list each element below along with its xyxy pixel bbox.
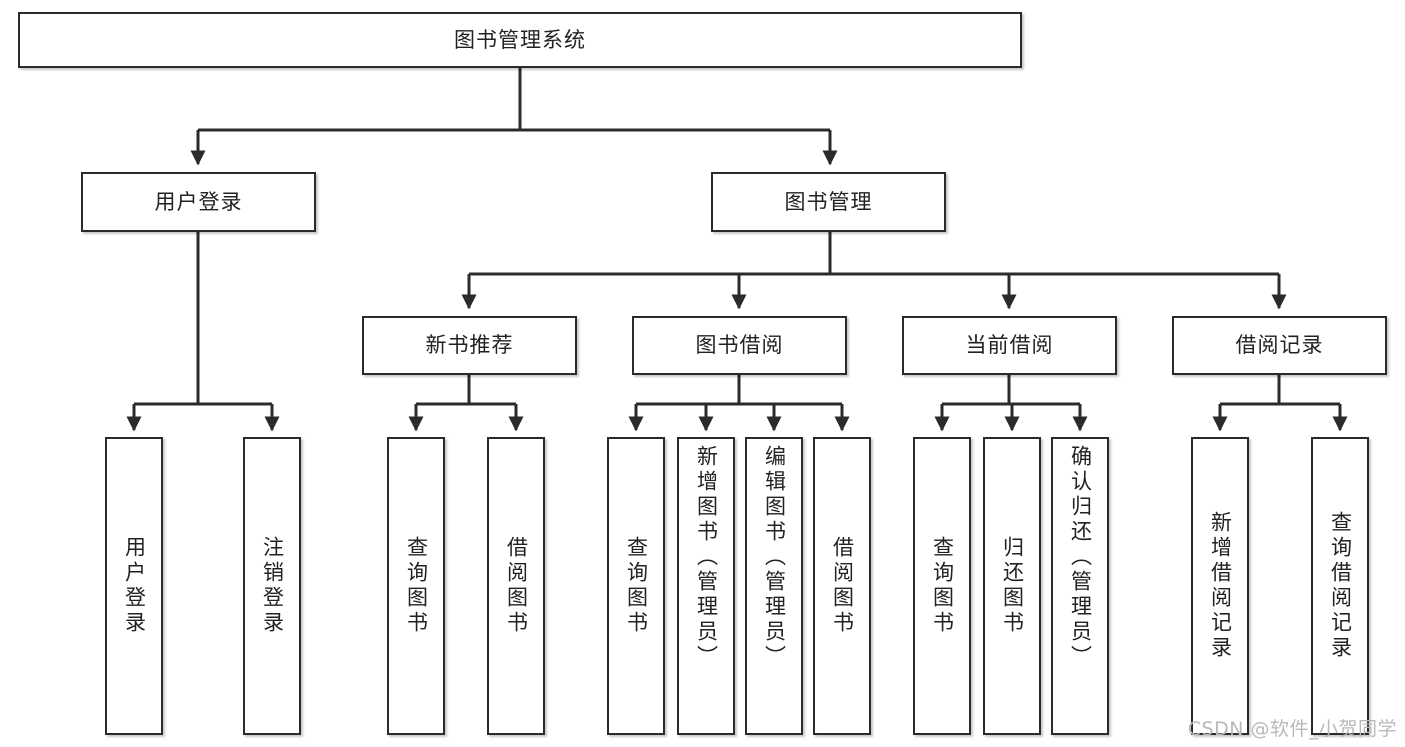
node-user-login[interactable]: 用户登录 xyxy=(81,172,316,232)
node-leaf-query-book-2[interactable]: 查询图书 xyxy=(607,437,665,735)
node-new-book-recommend-label: 新书推荐 xyxy=(425,333,514,358)
node-leaf-return-book[interactable]: 归还图书 xyxy=(983,437,1041,735)
node-leaf-query-book-3[interactable]: 查询图书 xyxy=(913,437,971,735)
node-leaf-add-record[interactable]: 新增借阅记录 xyxy=(1191,437,1249,735)
node-leaf-add-book-label: 新增图书（管理员） xyxy=(694,445,719,670)
node-leaf-logout[interactable]: 注销登录 xyxy=(243,437,301,735)
node-leaf-borrow-book-1-label: 借阅图书 xyxy=(504,536,529,636)
node-user-login-label: 用户登录 xyxy=(154,189,243,214)
node-new-book-recommend[interactable]: 新书推荐 xyxy=(362,316,577,375)
node-book-management-label: 图书管理 xyxy=(784,189,873,214)
node-leaf-user-login-label: 用户登录 xyxy=(122,536,147,636)
node-borrow-record[interactable]: 借阅记录 xyxy=(1172,316,1387,375)
node-current-borrow[interactable]: 当前借阅 xyxy=(902,316,1117,375)
node-leaf-user-login[interactable]: 用户登录 xyxy=(105,437,163,735)
node-leaf-query-book-1-label: 查询图书 xyxy=(404,536,429,636)
node-leaf-confirm-return-label: 确认归还（管理员） xyxy=(1068,445,1093,670)
watermark-text: CSDN @软件_小贺同学 xyxy=(1187,718,1397,740)
node-leaf-borrow-book-1[interactable]: 借阅图书 xyxy=(487,437,545,735)
node-root-label: 图书管理系统 xyxy=(454,27,586,52)
node-leaf-borrow-book-2-label: 借阅图书 xyxy=(830,536,855,636)
node-borrow-record-label: 借阅记录 xyxy=(1235,333,1324,358)
node-leaf-query-book-2-label: 查询图书 xyxy=(624,536,649,636)
node-leaf-logout-label: 注销登录 xyxy=(260,536,285,636)
node-leaf-edit-book[interactable]: 编辑图书（管理员） xyxy=(745,437,803,735)
node-leaf-borrow-book-2[interactable]: 借阅图书 xyxy=(813,437,871,735)
node-leaf-query-book-1[interactable]: 查询图书 xyxy=(387,437,445,735)
node-leaf-query-book-3-label: 查询图书 xyxy=(930,536,955,636)
node-book-management[interactable]: 图书管理 xyxy=(711,172,946,232)
node-leaf-edit-book-label: 编辑图书（管理员） xyxy=(762,445,787,670)
node-root[interactable]: 图书管理系统 xyxy=(18,12,1022,68)
node-leaf-query-record-label: 查询借阅记录 xyxy=(1328,511,1353,661)
node-leaf-query-record[interactable]: 查询借阅记录 xyxy=(1311,437,1369,735)
node-leaf-confirm-return[interactable]: 确认归还（管理员） xyxy=(1051,437,1109,735)
node-leaf-add-record-label: 新增借阅记录 xyxy=(1208,511,1233,661)
node-leaf-add-book[interactable]: 新增图书（管理员） xyxy=(677,437,735,735)
node-leaf-return-book-label: 归还图书 xyxy=(1000,536,1025,636)
node-current-borrow-label: 当前借阅 xyxy=(965,333,1054,358)
node-book-borrow-label: 图书借阅 xyxy=(695,333,784,358)
node-book-borrow[interactable]: 图书借阅 xyxy=(632,316,847,375)
